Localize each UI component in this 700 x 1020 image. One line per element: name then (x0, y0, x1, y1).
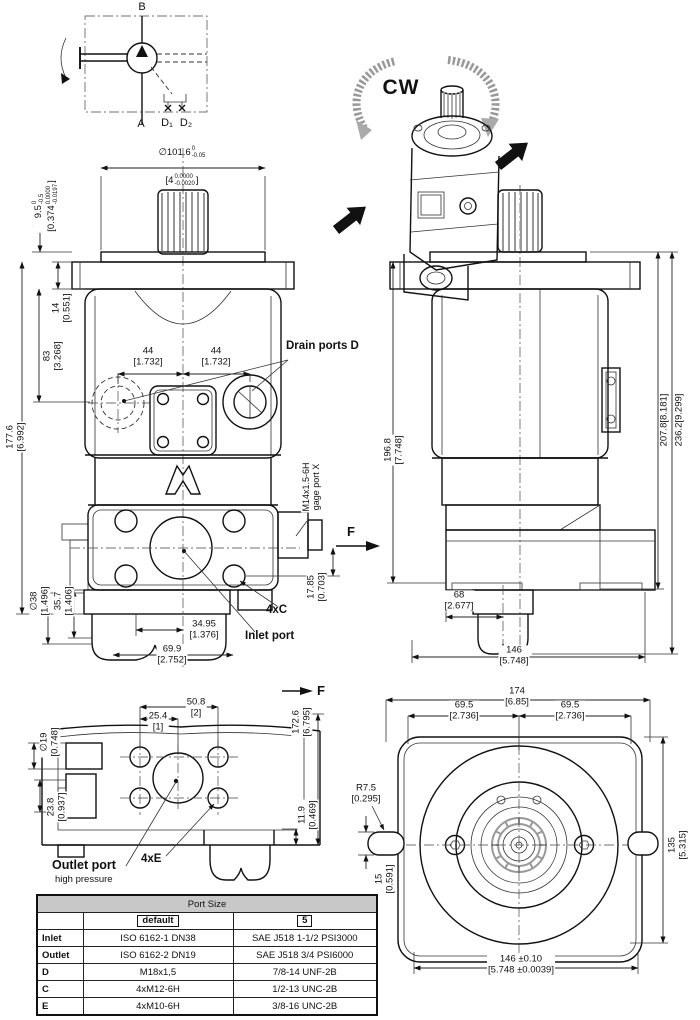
dim-172-6: 172.6[6.795] (290, 706, 313, 738)
dim-38: ∅38[1.496] (28, 585, 51, 617)
mounting-slot-right (627, 831, 659, 856)
dim-177-6: 177.6[6.992] (4, 421, 27, 453)
view-f-label-side: F (347, 524, 355, 539)
outlet-port-label: Outlet port (52, 858, 116, 872)
dim-14: 14[0.551] (50, 292, 73, 324)
outlet-port-sublabel: high pressure (55, 874, 113, 885)
port-table-corner-cell (36, 912, 84, 930)
shaft-rotation-arrowhead (61, 73, 70, 84)
dim-25-4: 25.4[1] (147, 710, 169, 733)
dim-196-8: 196.8[7.748] (382, 434, 405, 466)
table-row-e: E 4xM10-6H 3/8-16 UNC-2B (36, 997, 378, 1016)
schematic-drain-1: D₁ (161, 117, 173, 129)
brand-logo (164, 464, 202, 495)
view-f-label-bottom: F (317, 683, 325, 698)
dim-146-tolerance: 146 ±0.10[5.748 ±0.0039] (487, 953, 555, 976)
dim-69-9: 69.9[2.752] (156, 643, 188, 666)
cell-d-default: M18x1,5 (82, 963, 234, 981)
cell-e-default: 4xM10-6H (82, 997, 234, 1016)
cell-d-name: D (36, 963, 84, 981)
cell-e-opt5: 3/8-16 UNC-2B (232, 997, 378, 1016)
view-f-arrow-label (300, 687, 313, 695)
port-size-table: Port Size default 5 Inlet ISO 6162-1 DN3… (36, 894, 379, 1016)
dim-34-95: 34.95[1.376] (188, 618, 220, 641)
dim-15: 15[0.591] (373, 863, 396, 895)
schematic-drain-2: D₂ (179, 117, 193, 129)
cell-e-name: E (36, 997, 84, 1016)
dim-83: 83[3.268] (41, 340, 64, 372)
dim-50-8: 50.8[2] (185, 696, 207, 719)
drain-plug-mark-2 (178, 104, 186, 112)
mounting-slot-left (367, 831, 405, 856)
cw-rotation-arrow-left (352, 57, 397, 140)
cell-d-opt5: 7/8-14 UNF-2B (232, 963, 378, 981)
dim-207-8: 207.8[8.181] (658, 393, 670, 447)
dim-r7-5: R7.5[0.295] (350, 782, 382, 805)
cell-inlet-default: ISO 6162-1 DN38 (82, 929, 234, 947)
gage-port-boss (277, 511, 323, 559)
dim-44-left: 44[1.732] (133, 345, 163, 367)
dim-11-9: 11.9[0.469] (296, 799, 319, 831)
cell-c-default: 4xM12-6H (82, 980, 234, 998)
iso-pump-sketch (403, 85, 500, 301)
bolts-c-label: 4xC (266, 604, 288, 616)
dim-35-7: 35.7[1.406] (52, 585, 75, 617)
side-view-linework (336, 185, 678, 666)
view-f-arrow-side (366, 541, 380, 551)
dim-23-8: 23.8[0.937] (45, 791, 68, 823)
dim-19: ∅19[0.748] (38, 726, 61, 758)
cell-outlet-opt5: SAE J518 3/4 PSI6000 (232, 946, 378, 964)
bottom-view-linework (28, 687, 324, 881)
side-spline-shaft (502, 192, 539, 252)
outlet-direction-arrow (494, 142, 528, 170)
front-spline-shaft (161, 192, 205, 252)
cell-c-name: C (36, 980, 84, 998)
table-row-outlet: Outlet ISO 6162-2 DN19 SAE J518 3/4 PSI6… (36, 946, 378, 964)
cell-c-opt5: 1/2-13 UNC-2B (232, 980, 378, 998)
inlet-port-label: Inlet port (245, 630, 295, 642)
dim-146-side: 146[5.748] (498, 644, 530, 667)
cell-inlet-opt5: SAE J518 1-1/2 PSI3000 (232, 929, 378, 947)
dim-17-85: 17.85[0.703] (305, 571, 328, 603)
table-row-inlet: Inlet ISO 6162-1 DN38 SAE J518 1-1/2 PSI… (36, 929, 378, 947)
bolts-e-label: 4xE (141, 853, 162, 865)
port-table-col-default: default (82, 912, 234, 930)
drain-ports-label: Drain ports D (286, 340, 359, 352)
dim-69-5-right: 69.5[2.736] (554, 699, 586, 722)
rear-view-linework (358, 697, 668, 975)
dim-44-right: 44[1.732] (201, 345, 231, 367)
schematic-port-b: B (138, 1, 146, 13)
schematic-port-a: A (137, 118, 145, 130)
dim-135: 135[5.315] (666, 829, 689, 861)
table-row-d: D M18x1,5 7/8-14 UNF-2B (36, 963, 378, 981)
dim-68: 68[2.677] (443, 589, 475, 612)
port-table-col-5: 5 (232, 912, 378, 930)
cell-inlet-name: Inlet (36, 929, 84, 947)
cell-outlet-default: ISO 6162-2 DN19 (82, 946, 234, 964)
rotation-direction-label: CW (382, 76, 420, 99)
cell-outlet-name: Outlet (36, 946, 84, 964)
table-row-c: C 4xM12-6H 1/2-13 UNC-2B (36, 980, 378, 998)
dim-236-2: 236.2[9.299] (673, 393, 685, 447)
port-table-title: Port Size (36, 894, 378, 913)
inlet-direction-arrow (332, 206, 366, 234)
iso-rotation-view (332, 56, 528, 301)
hydraulic-circuit-symbol (60, 15, 208, 124)
dim-174: 174[6.85] (504, 685, 530, 708)
dim-69-5-left: 69.5[2.736] (448, 699, 480, 722)
drain-plug-mark-1 (164, 104, 172, 112)
